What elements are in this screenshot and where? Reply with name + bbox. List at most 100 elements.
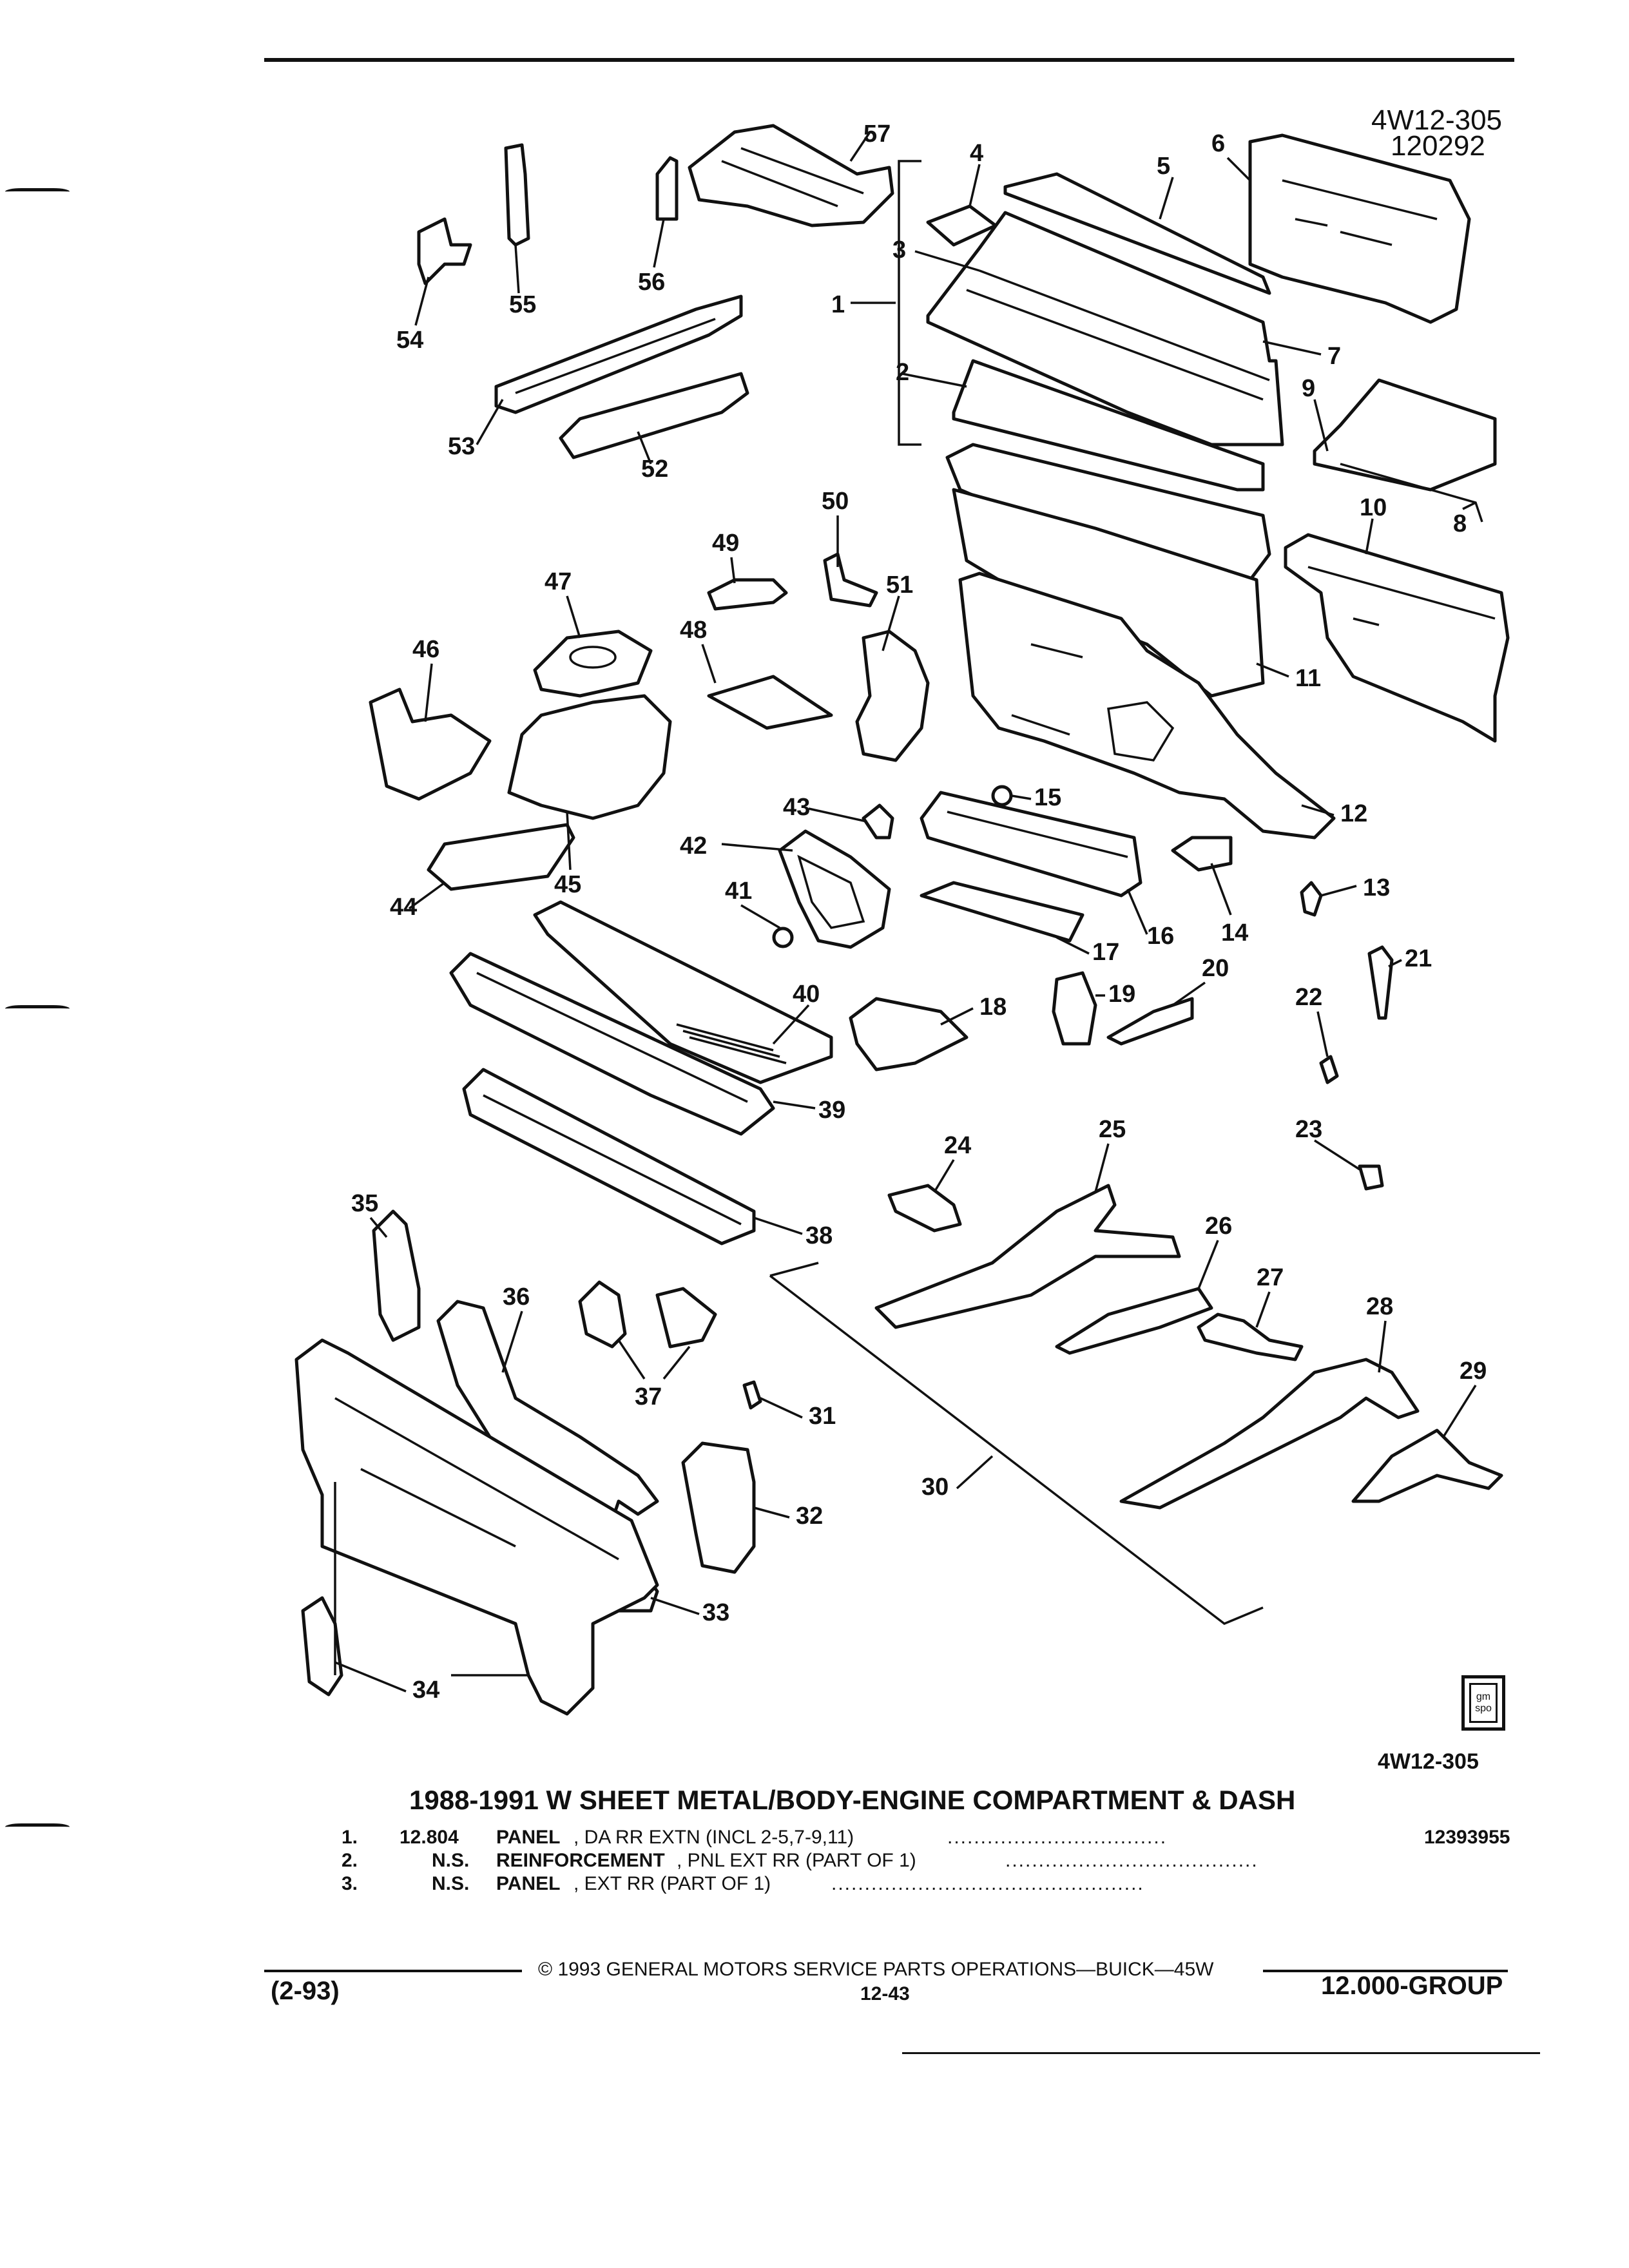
item-desc: , DA RR EXTN (INCL 2-5,7-9,11)	[574, 1827, 854, 1848]
callout-53: 53	[448, 433, 475, 460]
group-bracket	[898, 160, 921, 446]
callout-22: 22	[1295, 984, 1322, 1011]
part-25	[874, 1184, 1181, 1329]
callout-7: 7	[1327, 343, 1341, 370]
part-38	[462, 1068, 756, 1245]
item-name: REINFORCEMENT	[496, 1850, 665, 1871]
group-label: 12.000-GROUP	[1321, 1972, 1503, 2000]
page-title: 1988-1991 W SHEET METAL/BODY-ENGINE COMP…	[409, 1785, 1296, 1815]
part-49	[707, 578, 788, 611]
part-26	[1055, 1287, 1213, 1355]
part-2	[952, 359, 1265, 492]
callout-48: 48	[680, 617, 707, 644]
page-number: 12-43	[860, 1983, 910, 2004]
part-52	[559, 372, 749, 459]
part-37a	[578, 1280, 627, 1349]
item-desc: , PNL EXT RR (PART OF 1)	[677, 1850, 916, 1871]
part-16	[920, 791, 1142, 898]
callout-labels: 57 4 5 6 3 1 7 2 9 8 10 11 12 13 14 15 1…	[351, 120, 1487, 1704]
part-50	[823, 552, 878, 608]
callout-16: 16	[1147, 923, 1174, 950]
revision-date: (2-93)	[271, 1977, 340, 2005]
part-13	[1300, 881, 1323, 917]
part-18	[849, 997, 969, 1072]
callout-12: 12	[1340, 800, 1367, 827]
item-number: 1.	[342, 1827, 358, 1848]
callout-20: 20	[1202, 955, 1229, 982]
callout-21: 21	[1405, 945, 1432, 972]
part-3	[926, 211, 1284, 447]
item-part-number: 12393955	[1424, 1827, 1510, 1848]
callout-11: 11	[1295, 665, 1321, 692]
part-32	[681, 1441, 756, 1574]
callout-13: 13	[1363, 874, 1390, 901]
callout-44: 44	[390, 894, 417, 921]
part-57	[688, 124, 894, 227]
figure-date: 120292	[1391, 130, 1485, 162]
callout-52: 52	[641, 456, 668, 483]
callout-10: 10	[1360, 494, 1387, 521]
callout-39: 39	[818, 1097, 845, 1124]
callout-26: 26	[1205, 1213, 1232, 1240]
part-23	[1358, 1164, 1384, 1191]
part-47	[533, 629, 653, 698]
callout-40: 40	[793, 981, 820, 1008]
part-46	[369, 687, 492, 801]
callout-4: 4	[970, 140, 983, 167]
part-11	[952, 488, 1265, 698]
part-54	[417, 217, 472, 285]
part-10	[1284, 533, 1510, 743]
callout-37: 37	[635, 1383, 662, 1410]
callout-25: 25	[1099, 1116, 1126, 1143]
callout-19: 19	[1108, 981, 1135, 1008]
item-code: N.S.	[432, 1873, 470, 1894]
callout-17: 17	[1092, 939, 1119, 966]
top-rule	[264, 58, 1514, 62]
binder-mark	[5, 188, 70, 195]
callout-42: 42	[680, 832, 707, 860]
callout-51: 51	[886, 572, 913, 599]
callout-2: 2	[896, 359, 909, 386]
callout-23: 23	[1295, 1116, 1322, 1143]
callout-15: 15	[1034, 784, 1061, 811]
binder-mark	[5, 1005, 70, 1012]
part-44	[427, 823, 575, 891]
item-dots: ......................................	[1005, 1850, 1258, 1871]
gm-spo-logo: gm spo	[1461, 1675, 1505, 1731]
part-45	[507, 694, 672, 820]
callout-45: 45	[554, 871, 581, 898]
part-17	[920, 881, 1084, 943]
callout-30: 30	[921, 1474, 949, 1501]
part-31	[742, 1380, 762, 1410]
callout-6: 6	[1211, 130, 1225, 157]
callout-54: 54	[396, 327, 423, 354]
parts-list-row: 1. 12.804 PANEL , DA RR EXTN (INCL 2-5,7…	[303, 1827, 1559, 1850]
part-5	[1003, 172, 1271, 295]
item-code: N.S.	[432, 1850, 470, 1871]
leader-lines	[334, 131, 1477, 1693]
callout-50: 50	[822, 488, 849, 515]
item-desc: , EXT RR (PART OF 1)	[574, 1873, 771, 1894]
part-40	[533, 900, 833, 1084]
item-name: PANEL	[496, 1873, 561, 1894]
part-43	[862, 803, 894, 840]
copyright-line: © 1993 GENERAL MOTORS SERVICE PARTS OPER…	[538, 1959, 1214, 1980]
callout-24: 24	[944, 1132, 971, 1159]
callout-5: 5	[1157, 153, 1170, 180]
figure-code: 4W12-305	[1371, 104, 1503, 136]
part-34	[301, 1596, 343, 1696]
callout-1: 1	[831, 291, 845, 318]
part-56	[655, 156, 679, 221]
callout-47: 47	[545, 568, 572, 595]
item-number: 2.	[342, 1850, 358, 1871]
callout-41: 41	[725, 878, 752, 905]
part-6	[1248, 133, 1471, 324]
parts-list: 1. 12.804 PANEL , DA RR EXTN (INCL 2-5,7…	[303, 1827, 1559, 1896]
part-42	[778, 829, 891, 949]
callout-55: 55	[509, 291, 536, 318]
part-15	[991, 785, 1013, 807]
callout-27: 27	[1257, 1264, 1284, 1291]
callout-46: 46	[412, 636, 439, 663]
part-28	[1119, 1358, 1420, 1510]
